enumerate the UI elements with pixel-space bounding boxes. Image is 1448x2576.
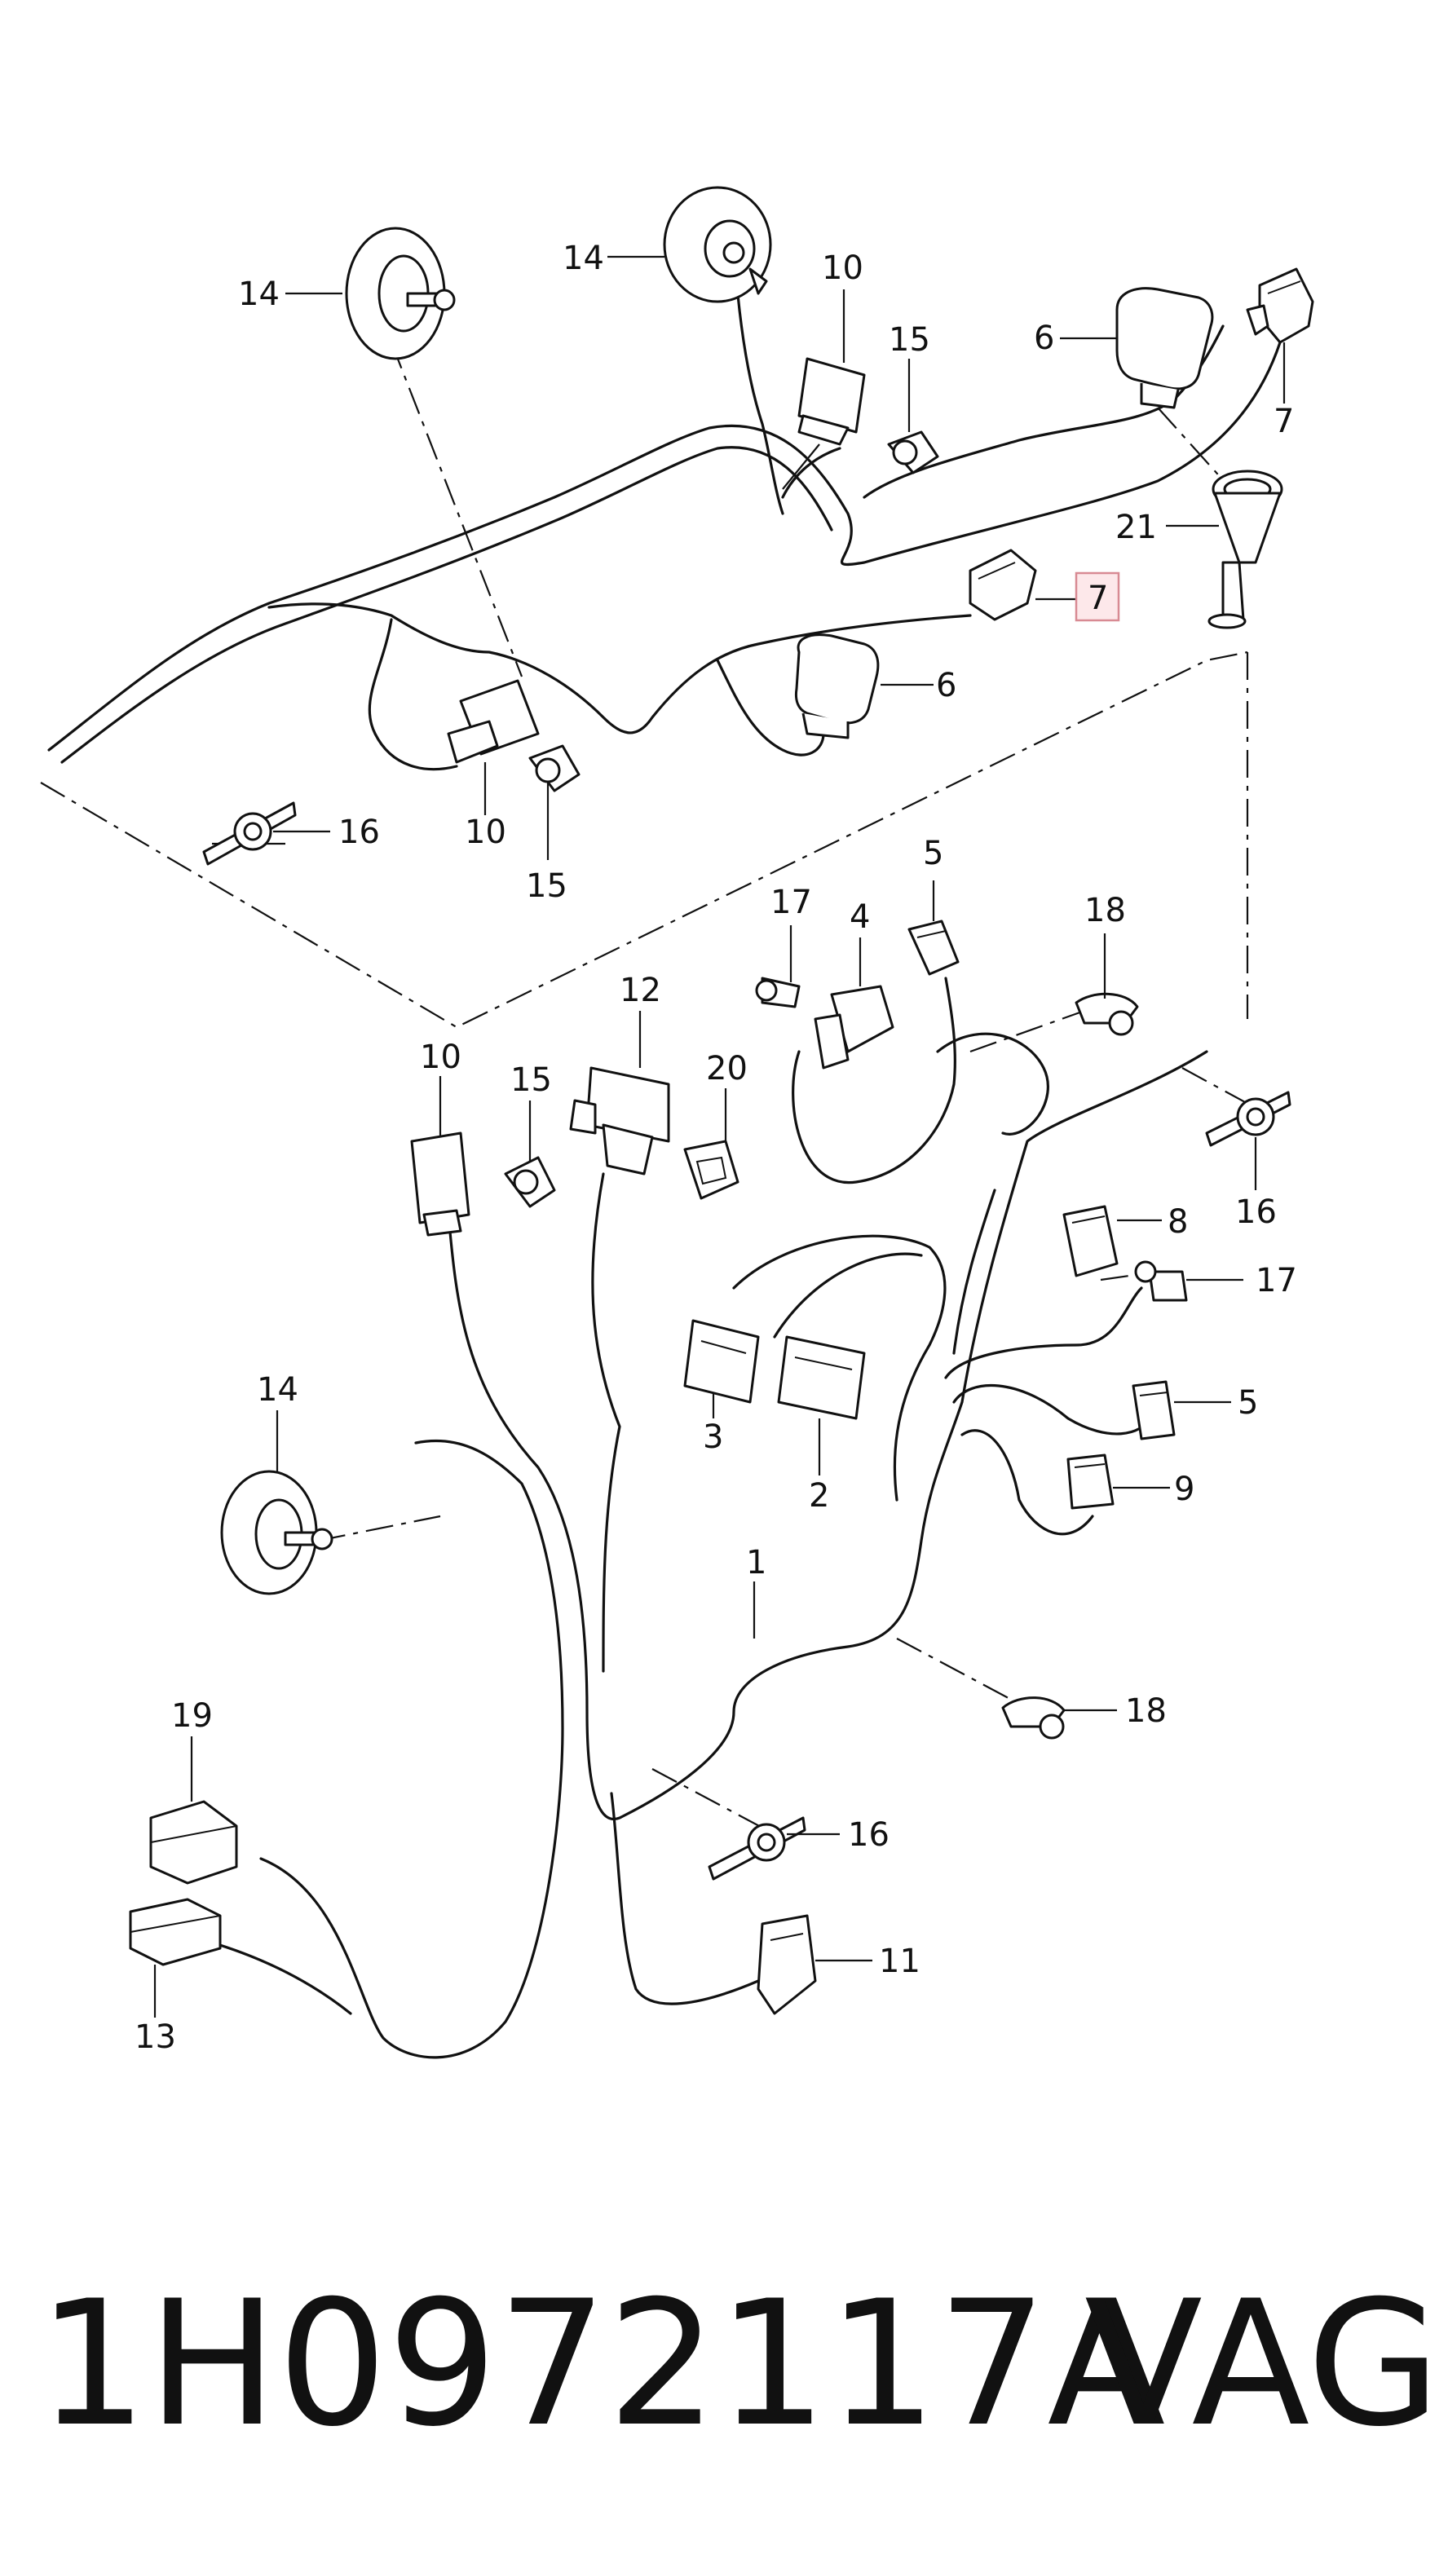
connector-10-top <box>782 357 866 490</box>
clip-15-top <box>887 430 939 474</box>
clip-18-upper <box>1075 992 1139 1036</box>
grommet-14-top-left <box>345 227 456 360</box>
clip-15-lower <box>504 1156 556 1208</box>
relay-20 <box>683 1140 739 1200</box>
grommet-14-lower <box>220 1470 333 1595</box>
connector-12 <box>569 1066 670 1176</box>
callout-label: 17 <box>770 884 812 921</box>
clip-17-lower <box>1134 1260 1188 1302</box>
callout-label: 15 <box>889 321 930 359</box>
boot-21 <box>1207 470 1283 629</box>
connector-7-highlighted <box>969 549 1037 621</box>
connector-6-middle <box>794 633 880 739</box>
callout-label: 12 <box>620 972 661 1009</box>
upper-harness-wires <box>47 243 1282 771</box>
callout-label: 7 <box>1274 403 1294 440</box>
connector-10-lower <box>410 1131 470 1237</box>
clip-18-lower <box>1001 1696 1066 1740</box>
callout-label: 14 <box>563 240 604 277</box>
callout-label: 2 <box>809 1477 829 1515</box>
clip-17-upper <box>755 977 801 1008</box>
brand-name: VAG <box>1084 2263 1441 2464</box>
lower-dash-lines <box>317 1009 1273 1835</box>
connector-2 <box>777 1335 866 1420</box>
callout-label: 9 <box>1174 1471 1194 1508</box>
connector-7-top-right <box>1246 267 1314 344</box>
part-number-footer: 1H0972117A VAG <box>33 2263 1441 2464</box>
upper-dash-lines <box>40 342 1249 1029</box>
clip-16-lower <box>708 1816 806 1881</box>
clip-15-middle <box>528 744 581 792</box>
callout-label: 15 <box>526 867 567 905</box>
highlight-box <box>1075 571 1120 622</box>
callout-label: 10 <box>822 249 863 287</box>
connector-5-upper <box>907 920 960 976</box>
callout-label: 11 <box>879 1943 920 1980</box>
connector-13 <box>129 1898 222 1966</box>
lower-harness-wires <box>202 977 1208 2059</box>
callout-label: 19 <box>171 1697 213 1735</box>
callout-labels: 14 14 10 15 6 7 21 7 6 16 10 15 5 17 4 1… <box>135 240 1297 2056</box>
callout-label: 17 <box>1256 1262 1297 1299</box>
callout-label: 18 <box>1125 1692 1167 1730</box>
callout-label: 5 <box>923 835 943 872</box>
callout-label: 16 <box>848 1816 890 1854</box>
callout-label: 10 <box>420 1039 461 1076</box>
connector-19 <box>149 1800 238 1885</box>
callout-label: 4 <box>850 898 870 936</box>
callout-label: 8 <box>1168 1203 1188 1241</box>
callout-label: 21 <box>1115 509 1157 546</box>
callout-label: 1 <box>746 1544 766 1581</box>
callout-label: 10 <box>465 814 506 851</box>
callout-label: 14 <box>238 276 280 313</box>
callout-label: 20 <box>706 1050 748 1087</box>
connector-9 <box>1066 1453 1115 1510</box>
callout-label: 16 <box>1235 1193 1277 1231</box>
connector-6-top <box>1115 287 1214 409</box>
grommet-14-top-center <box>663 186 772 303</box>
callout-label: 7 <box>1088 580 1108 617</box>
clip-16-right <box>1205 1091 1291 1147</box>
clip-16-left <box>202 801 297 866</box>
callout-label: 15 <box>510 1061 552 1099</box>
leader-lines <box>153 255 1286 2018</box>
connector-8 <box>1062 1205 1119 1277</box>
callout-label: 5 <box>1238 1384 1258 1422</box>
part-number: 1H0972117A <box>38 2263 1166 2464</box>
callout-label: 3 <box>703 1418 723 1456</box>
connector-5-lower <box>1132 1380 1176 1440</box>
connector-10-middle <box>447 679 540 764</box>
callout-label: 16 <box>338 814 380 851</box>
connector-11 <box>757 1914 817 2015</box>
callout-label: 14 <box>257 1371 298 1409</box>
callout-label: 6 <box>1034 320 1054 357</box>
connector-3 <box>683 1319 760 1404</box>
callout-label: 13 <box>135 2018 176 2056</box>
connector-4 <box>814 985 894 1070</box>
callout-label: 6 <box>936 667 956 704</box>
callout-label: 18 <box>1084 892 1126 929</box>
